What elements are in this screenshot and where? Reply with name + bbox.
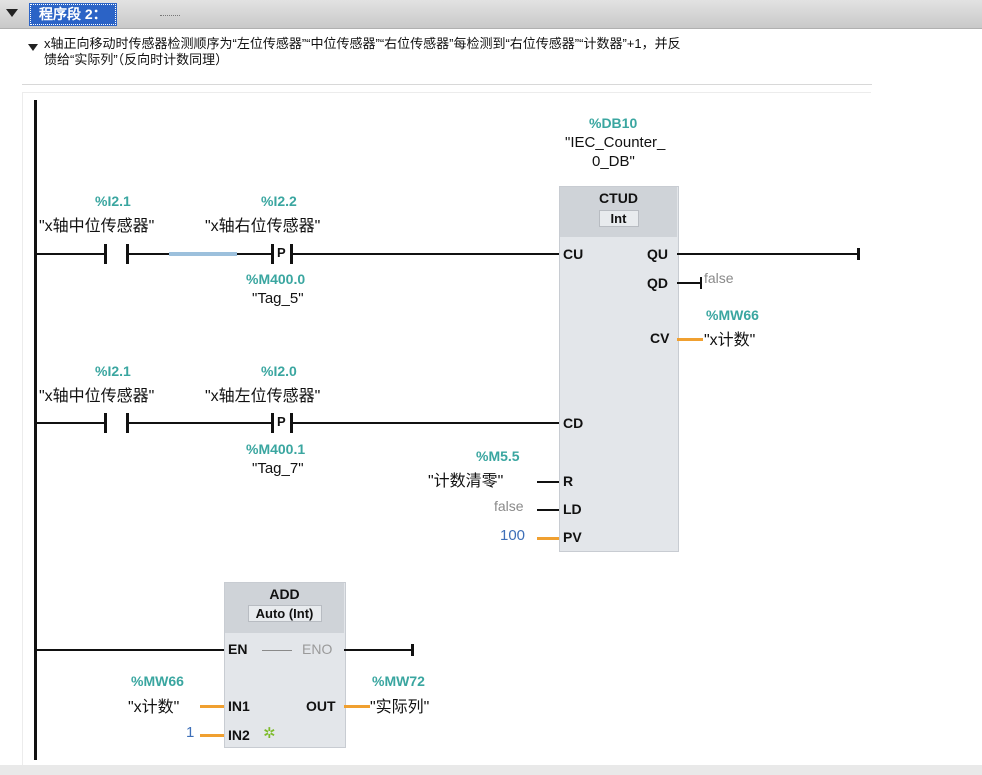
pin-pv[interactable]: PV [563, 529, 582, 545]
ctud-block[interactable] [559, 186, 679, 552]
edge-memory-symbol[interactable]: "Tag_7" [252, 460, 304, 477]
r-address[interactable]: %M5.5 [476, 448, 520, 464]
bottom-scroll-area[interactable] [0, 765, 982, 775]
pin-qu[interactable]: QU [647, 246, 668, 262]
contact-left-bar[interactable] [104, 413, 107, 433]
pin-cd[interactable]: CD [563, 415, 584, 431]
add-block-header[interactable]: ADD Auto (Int) [225, 583, 344, 633]
pin-out[interactable]: OUT [306, 698, 336, 714]
pin-cv[interactable]: CV [650, 330, 670, 346]
instance-db-name-line2[interactable]: 0_DB" [592, 153, 635, 170]
contact-address[interactable]: %I2.1 [95, 193, 131, 209]
in1-address[interactable]: %MW66 [131, 673, 184, 689]
power-rail [34, 100, 37, 760]
contact-symbol[interactable]: "x轴中位传感器" [39, 388, 155, 405]
pin-r[interactable]: R [563, 473, 574, 489]
edge-memory-symbol[interactable]: "Tag_5" [252, 290, 304, 307]
contact-address[interactable]: %I2.0 [261, 363, 297, 379]
network-title[interactable]: 程序段 2： [29, 3, 117, 26]
p-contact-left-bar[interactable] [271, 244, 274, 264]
wire [36, 649, 224, 651]
cv-wire [677, 338, 703, 341]
ctud-block-header[interactable]: CTUD Int [560, 187, 677, 237]
comment-collapse-icon[interactable] [28, 44, 38, 51]
pin-ld[interactable]: LD [563, 501, 582, 517]
p-contact-right-bar[interactable] [290, 244, 293, 264]
network-comment-area[interactable] [22, 34, 872, 85]
p-contact-left-bar[interactable] [271, 413, 274, 433]
pin-in1[interactable]: IN1 [228, 698, 250, 714]
network-title-field[interactable] [160, 15, 180, 16]
contact-right-bar[interactable] [126, 413, 129, 433]
out-wire [344, 705, 370, 708]
wire [537, 509, 559, 511]
collapse-triangle-icon[interactable] [6, 9, 18, 17]
pin-en[interactable]: EN [228, 641, 248, 657]
p-contact-right-bar[interactable] [290, 413, 293, 433]
output-terminator [857, 248, 860, 260]
pin-eno[interactable]: ENO [302, 641, 333, 657]
out-symbol[interactable]: "实际列" [370, 699, 430, 716]
cv-symbol[interactable]: "x计数" [704, 332, 756, 349]
pin-qd[interactable]: QD [647, 275, 668, 291]
p-contact-label: P [277, 414, 286, 429]
wire [36, 253, 104, 255]
comment-line-1: x轴正向移动时传感器检测顺序为“左位传感器”“中位传感器”“右位传感器”每检测到… [44, 36, 681, 51]
cv-address[interactable]: %MW66 [706, 307, 759, 323]
wire [677, 282, 701, 284]
wire [129, 253, 169, 255]
block-type: CTUD [599, 190, 638, 206]
contact-address[interactable]: %I2.2 [261, 193, 297, 209]
wire [344, 649, 412, 651]
network-comment[interactable]: x轴正向移动时传感器检测顺序为“左位传感器”“中位传感器”“右位传感器”每检测到… [44, 36, 864, 68]
in2-value[interactable]: 1 [186, 724, 195, 741]
wire [293, 422, 559, 424]
comment-line-2: 馈给“实际列”（反向时计数同理） [44, 52, 229, 67]
instance-db-name-line1[interactable]: "IEC_Counter_ [565, 134, 666, 151]
p-contact-label: P [277, 245, 286, 260]
wire [237, 253, 271, 255]
contact-right-bar[interactable] [126, 244, 129, 264]
edge-memory-address[interactable]: %M400.0 [246, 271, 306, 287]
contact-symbol[interactable]: "x轴中位传感器" [39, 218, 155, 235]
star-add-icon[interactable]: ✲ [263, 725, 276, 742]
output-terminator [411, 644, 414, 656]
contact-symbol[interactable]: "x轴右位传感器" [205, 218, 321, 235]
out-address[interactable]: %MW72 [372, 673, 425, 689]
en-eno-link [262, 650, 292, 651]
pv-wire [537, 537, 559, 540]
contact-left-bar[interactable] [104, 244, 107, 264]
selected-wire[interactable] [169, 252, 237, 256]
r-symbol[interactable]: "计数清零" [428, 473, 504, 490]
edge-memory-address[interactable]: %M400.1 [246, 441, 306, 457]
instance-db-address[interactable]: %DB10 [589, 115, 638, 131]
network-header[interactable] [0, 0, 982, 29]
block-datatype[interactable]: Auto (Int) [247, 605, 322, 622]
wire [129, 422, 271, 424]
block-datatype[interactable]: Int [598, 210, 639, 227]
contact-symbol[interactable]: "x轴左位传感器" [205, 388, 321, 405]
pin-in2[interactable]: IN2 [228, 727, 250, 743]
in2-wire [200, 734, 224, 737]
wire [293, 253, 559, 255]
wire [537, 481, 559, 483]
qd-value[interactable]: false [704, 270, 734, 286]
ld-value[interactable]: false [494, 498, 524, 514]
block-type: ADD [269, 586, 300, 602]
contact-address[interactable]: %I2.1 [95, 363, 131, 379]
output-terminator [700, 277, 702, 289]
in1-wire [200, 705, 224, 708]
rung-area[interactable] [22, 92, 871, 766]
pv-value[interactable]: 100 [500, 527, 526, 544]
wire [36, 422, 104, 424]
wire [677, 253, 858, 255]
in1-symbol[interactable]: "x计数" [128, 699, 180, 716]
pin-cu[interactable]: CU [563, 246, 584, 262]
